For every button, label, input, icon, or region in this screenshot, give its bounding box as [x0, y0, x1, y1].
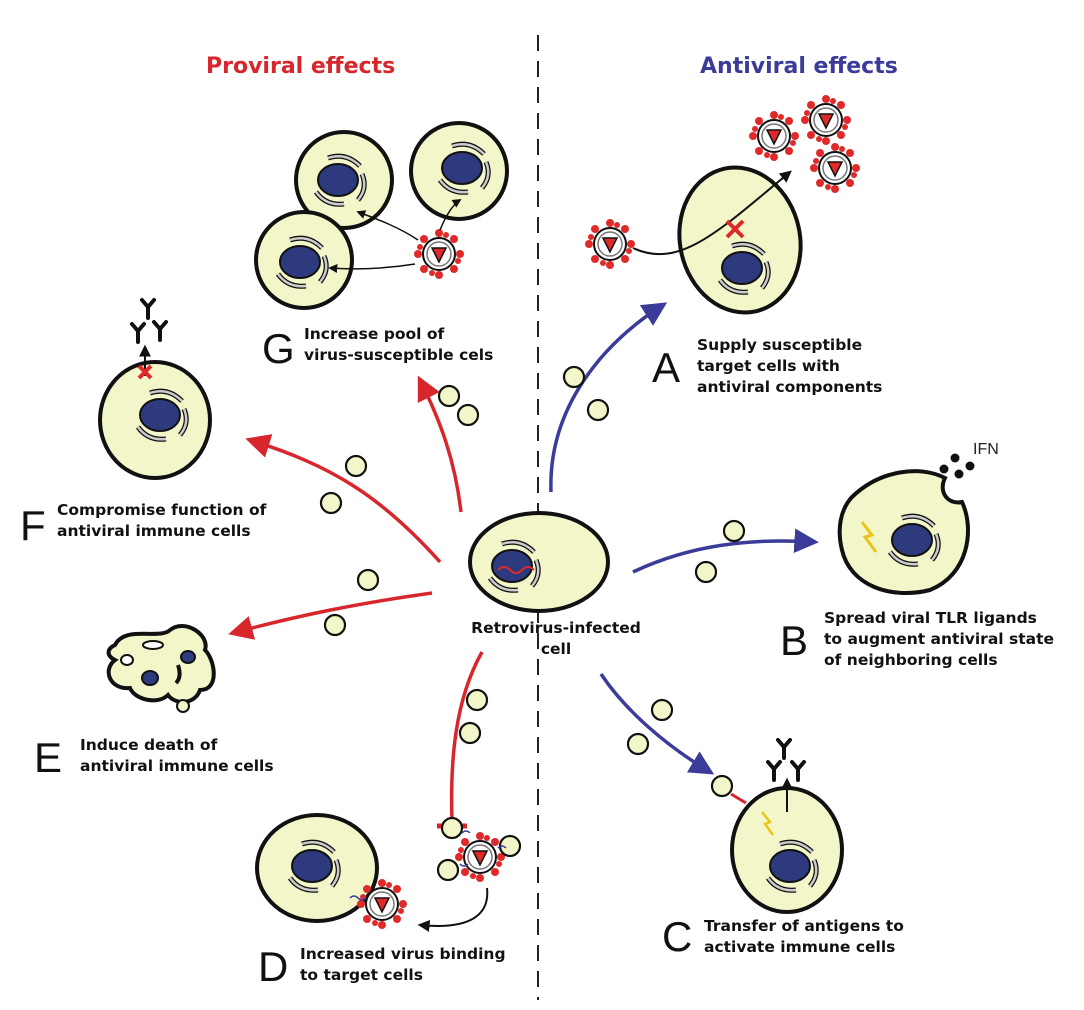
infected-cell	[468, 511, 610, 613]
panel-C-letter: C	[662, 913, 693, 960]
arrow-to-G	[417, 375, 463, 513]
panel-G-caption: Increase pool of virus-susceptible cels	[304, 325, 494, 364]
arrow-to-C	[599, 673, 715, 775]
panel-G-illustration	[254, 121, 509, 310]
panel-B-caption: Spread viral TLR ligands to augment anti…	[824, 609, 1055, 669]
panel-F-caption: Compromise function of antiviral immune …	[57, 501, 267, 540]
panel-G-letter: G	[262, 325, 295, 372]
panel-E-letter: E	[34, 734, 63, 781]
panel-E-caption: Induce death of antiviral immune cells	[80, 736, 274, 775]
infected-cell-label: Retrovirus-infected cell	[471, 619, 641, 658]
panel-A-letter: A	[652, 344, 681, 391]
arrow-to-A	[549, 302, 668, 493]
antiviral-heading: Antiviral effects	[700, 54, 898, 79]
panel-F-illustration	[98, 298, 212, 480]
panel-C-illustration	[710, 738, 844, 914]
arrow-to-B	[632, 528, 819, 574]
panel-F-letter: F	[20, 502, 46, 549]
arrow-to-F	[245, 434, 442, 564]
proviral-heading: Proviral effects	[206, 54, 396, 79]
panel-E-illustration	[106, 623, 216, 713]
panel-B-illustration	[837, 453, 975, 596]
ifn-label: IFN	[973, 441, 999, 458]
panel-D-letter: D	[258, 943, 289, 990]
ifn-dots	[939, 453, 975, 479]
arrow-to-E	[228, 591, 433, 640]
panel-A-illustration	[584, 94, 861, 315]
panel-B-letter: B	[780, 617, 809, 664]
panel-D-caption: Increased virus binding to target cells	[300, 945, 506, 984]
panel-D-illustration	[255, 813, 522, 932]
panel-A-caption: Supply susceptible target cells with ant…	[697, 336, 883, 396]
panel-C-caption: Transfer of antigens to activate immune …	[704, 917, 904, 956]
